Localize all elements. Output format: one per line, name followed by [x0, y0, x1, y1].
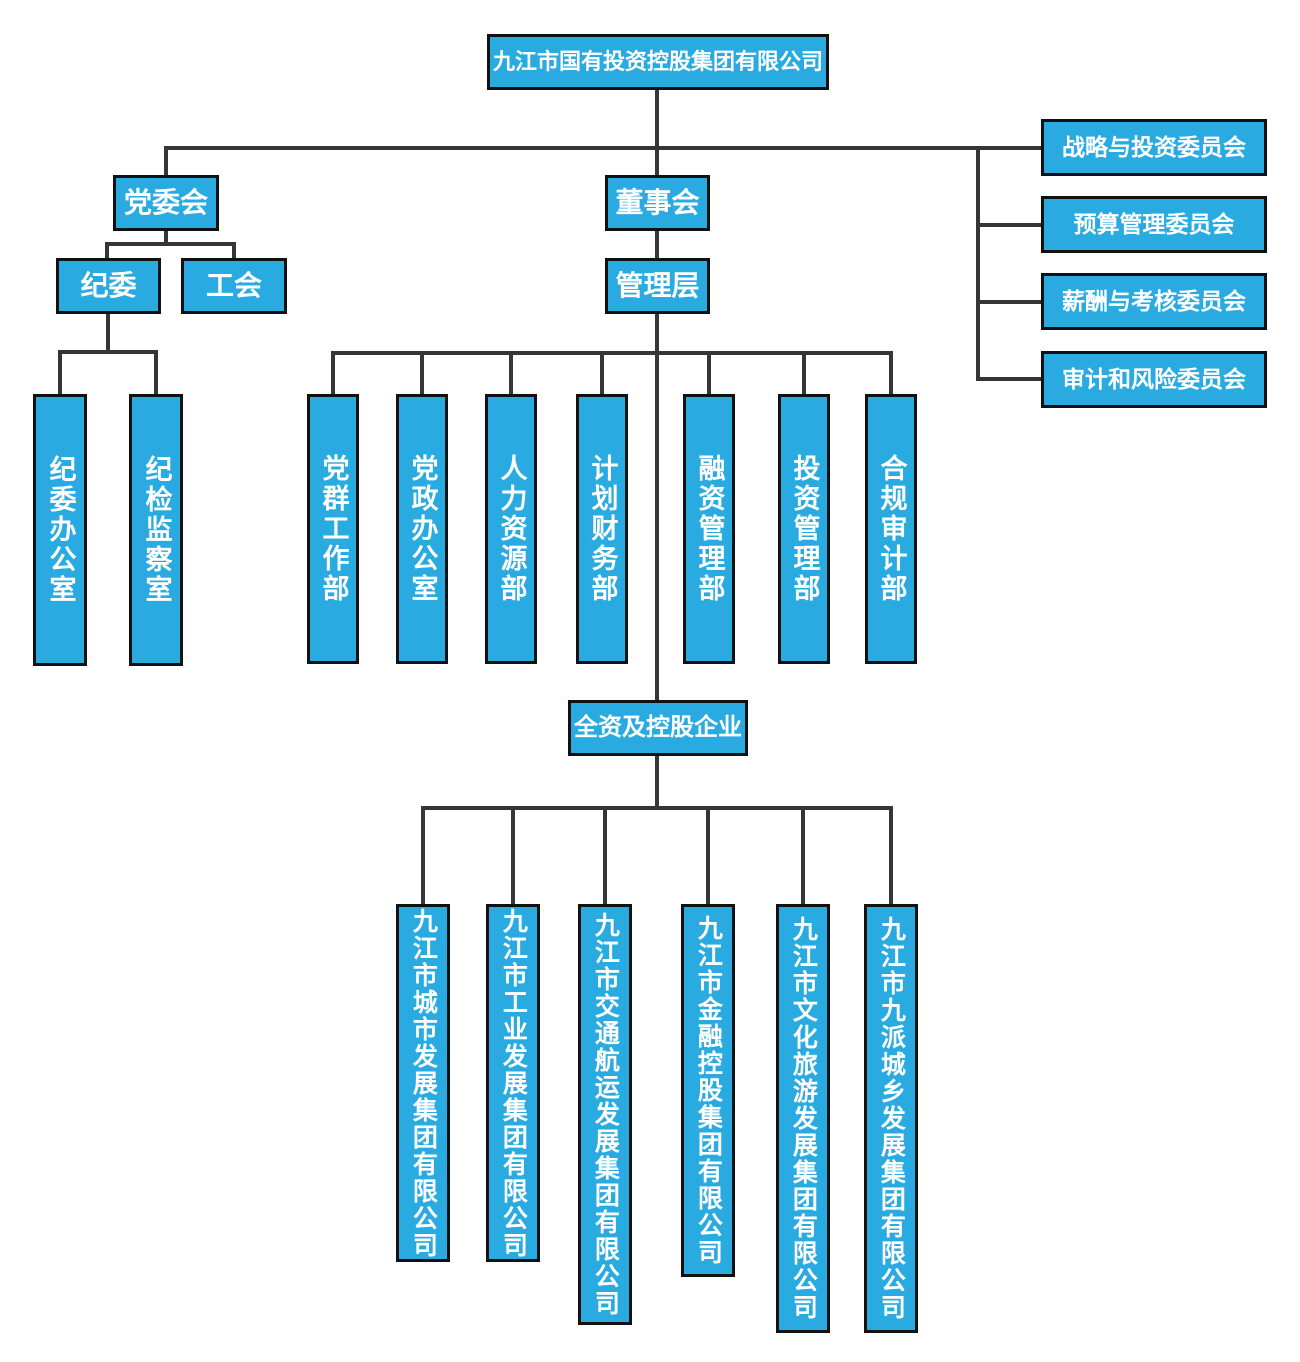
- connector-dept-horizontal: [331, 351, 893, 355]
- node-committee-strategy-investment: 战略与投资委员会: [1041, 119, 1267, 176]
- connector-dept-stub-2: [420, 351, 424, 394]
- connector-office-2-stub: [154, 350, 158, 394]
- connector-management-holding: [655, 314, 659, 700]
- node-subsidiary-transport-shipping: 九江市交通航运发展集团有限公司: [578, 904, 632, 1325]
- node-dept-party-mass-work: 党群工作部: [307, 394, 359, 664]
- connector-office-1-stub: [58, 350, 62, 394]
- connector-holding-down: [655, 756, 659, 810]
- connector-subsidiary-stub-5: [801, 806, 805, 904]
- node-dept-investment-management: 投资管理部: [778, 394, 830, 664]
- node-management-layer: 管理层: [605, 258, 710, 314]
- node-dept-compliance-audit: 合规审计部: [865, 394, 917, 664]
- node-subsidiary-industrial-development: 九江市工业发展集团有限公司: [486, 904, 540, 1262]
- connector-committee-stub-3: [976, 300, 1041, 304]
- connector-union-stub: [232, 242, 236, 258]
- connector-party-down: [164, 230, 168, 246]
- connector-root-vertical: [655, 90, 659, 178]
- connector-committee-stub-2: [976, 223, 1041, 227]
- connector-dept-stub-4: [600, 351, 604, 394]
- node-subsidiary-jiupai-urban-rural: 九江市九派城乡发展集团有限公司: [864, 904, 918, 1333]
- node-committee-compensation-assessment: 薪酬与考核委员会: [1041, 273, 1267, 330]
- connector-committee-vertical: [976, 146, 980, 381]
- connector-committee-stub-4: [976, 377, 1041, 381]
- node-party-committee: 党委会: [113, 175, 219, 231]
- connector-party-horizontal: [105, 242, 236, 246]
- connector-main-horizontal: [164, 146, 1041, 150]
- node-subsidiary-urban-development: 九江市城市发展集团有限公司: [396, 904, 450, 1262]
- connector-subsidiary-stub-3: [603, 806, 607, 904]
- node-subsidiary-financial-holding: 九江市金融控股集团有限公司: [681, 904, 735, 1277]
- node-office-inspection-office: 纪检监察室: [129, 394, 183, 666]
- node-dept-human-resources: 人力资源部: [485, 394, 537, 664]
- connector-subsidiary-stub-2: [511, 806, 515, 904]
- node-holding-enterprises: 全资及控股企业: [568, 700, 748, 756]
- connector-subsidiary-stub-6: [889, 806, 893, 904]
- connector-dept-stub-7: [889, 351, 893, 394]
- node-committee-budget-management: 预算管理委员会: [1041, 196, 1267, 253]
- node-dept-party-government-office: 党政办公室: [396, 394, 448, 664]
- connector-jiwei-stub: [105, 242, 109, 258]
- node-dept-planning-finance: 计划财务部: [576, 394, 628, 664]
- connector-dept-stub-3: [509, 351, 513, 394]
- connector-jiwei-down: [106, 314, 110, 354]
- connector-board-management: [655, 231, 659, 258]
- node-root-company: 九江市国有投资控股集团有限公司: [487, 34, 829, 90]
- node-office-discipline-office: 纪委办公室: [33, 394, 87, 666]
- connector-subsidiary-stub-4: [706, 806, 710, 904]
- connector-offices-horizontal: [58, 350, 158, 354]
- node-discipline-committee: 纪委: [56, 258, 161, 314]
- node-committee-audit-risk: 审计和风险委员会: [1041, 351, 1267, 408]
- connector-dept-stub-5: [707, 351, 711, 394]
- node-labor-union: 工会: [181, 258, 287, 314]
- node-subsidiary-culture-tourism: 九江市文化旅游发展集团有限公司: [776, 904, 830, 1333]
- connector-dept-stub-1: [331, 351, 335, 394]
- node-board-of-directors: 董事会: [605, 175, 710, 231]
- connector-dept-stub-6: [802, 351, 806, 394]
- node-dept-financing-management: 融资管理部: [683, 394, 735, 664]
- connector-subsidiary-stub-1: [421, 806, 425, 904]
- connector-party-stub: [164, 146, 168, 175]
- connector-subsidiary-horizontal: [421, 806, 893, 810]
